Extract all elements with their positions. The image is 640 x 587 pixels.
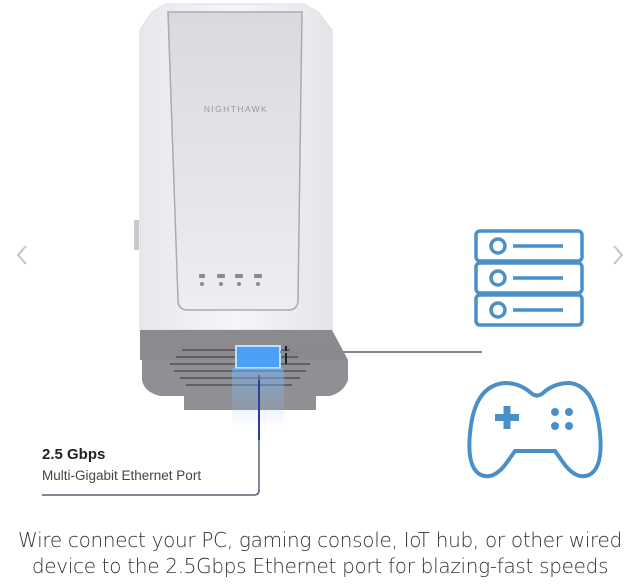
chevron-left-icon[interactable]	[12, 240, 32, 270]
description-line-1: Wire connect your PC, gaming console, Io…	[18, 528, 622, 552]
callout-subtitle: Multi-Gigabit Ethernet Port	[42, 468, 202, 483]
chevron-right-icon[interactable]	[608, 240, 628, 270]
callout-title: 2.5 Gbps	[42, 446, 106, 463]
game-controller-icon	[467, 380, 603, 479]
feature-description: Wire connect your PC, gaming console, Io…	[0, 527, 640, 579]
nighthawk-extender-image	[134, 3, 348, 428]
server-rack-icon	[474, 229, 584, 327]
description-line-2: device to the 2.5Gbps Ethernet port for …	[31, 554, 609, 578]
brand-label: NIGHTHAWK	[203, 104, 269, 114]
